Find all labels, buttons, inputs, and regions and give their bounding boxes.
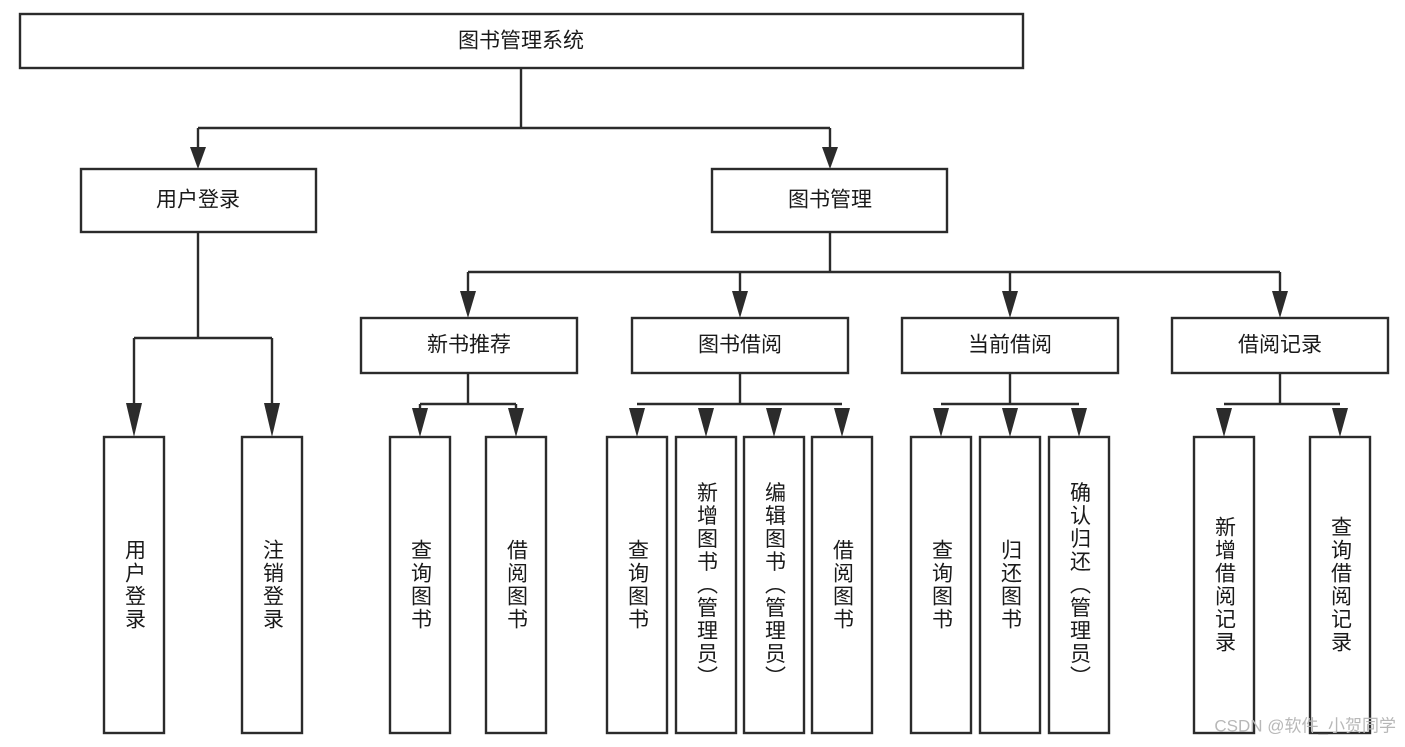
node-book-management[interactable]: 图书管理 <box>710 167 949 234</box>
node-book-borrow-label: 图书借阅 <box>698 334 782 357</box>
node-book-management-box <box>710 167 949 234</box>
node-root-label: 图书管理系统 <box>458 30 584 53</box>
node-user-login[interactable]: 用户登录 <box>79 167 318 234</box>
connectors-bookmanage-to-level3 <box>460 232 1288 318</box>
leaf-node-currentborrow-confirm[interactable]: 确认归还（管理员） <box>1047 435 1111 735</box>
leaf-newbook-borrow-label: 借阅图书 <box>505 539 529 631</box>
arrow-head-r2 <box>1332 408 1348 437</box>
connectors-newbook-to-leaves <box>412 373 524 437</box>
connectors-currentborrow-to-leaves <box>933 373 1087 437</box>
leaf-borrowrecord-add-label: 新增借阅记录 <box>1213 516 1237 654</box>
node-borrow-record-label: 借阅记录 <box>1238 334 1322 357</box>
node-current-borrow-box <box>900 316 1120 375</box>
leaf-bookborrow-query-box <box>605 435 669 735</box>
csdn-watermark: CSDN @软件_小贺同学 <box>1214 716 1396 735</box>
node-root-book-management-system[interactable]: 图书管理系统 <box>18 12 1025 70</box>
leaf-currentborrow-confirm-label: 确认归还（管理员） <box>1068 482 1092 689</box>
arrow-head-borrow-record <box>1272 291 1288 318</box>
node-current-borrow[interactable]: 当前借阅 <box>900 316 1120 375</box>
arrow-head-b3 <box>766 408 782 437</box>
leaf-node-newbook-borrow[interactable]: 借阅图书 <box>484 435 548 735</box>
arrow-head-book-borrow <box>732 291 748 318</box>
arrow-head-n2 <box>508 408 524 437</box>
arrow-head-u2 <box>264 403 280 437</box>
arrow-head-user-login <box>190 147 206 169</box>
arrow-head-c3 <box>1071 408 1087 437</box>
node-current-borrow-label: 当前借阅 <box>968 334 1052 357</box>
leaf-node-user-login-signin[interactable]: 用户登录 <box>102 435 166 735</box>
leaf-node-bookborrow-query[interactable]: 查询图书 <box>605 435 669 735</box>
leaf-node-bookborrow-borrow[interactable]: 借阅图书 <box>810 435 874 735</box>
leaf-borrowrecord-query-label: 查询借阅记录 <box>1329 516 1353 654</box>
leaf-currentborrow-return-box <box>978 435 1042 735</box>
arrow-head-u1 <box>126 403 142 437</box>
leaf-node-currentborrow-query[interactable]: 查询图书 <box>909 435 973 735</box>
arrow-head-c2 <box>1002 408 1018 437</box>
leaf-bookborrow-query-label: 查询图书 <box>626 539 650 631</box>
node-new-book-recommend[interactable]: 新书推荐 <box>359 316 579 375</box>
connectors-bookborrow-to-leaves <box>629 373 850 437</box>
connectors-userlogin-to-leaves <box>126 232 280 437</box>
arrow-head-n1 <box>412 408 428 437</box>
leaf-newbook-query-label: 查询图书 <box>409 539 433 631</box>
leaf-node-bookborrow-edit[interactable]: 编辑图书（管理员） <box>742 435 806 735</box>
leaf-bookborrow-borrow-box <box>810 435 874 735</box>
node-root-box <box>18 12 1025 70</box>
leaf-user-login-signin-label: 用户登录 <box>123 539 147 631</box>
node-borrow-record[interactable]: 借阅记录 <box>1170 316 1390 375</box>
arrow-head-new-book <box>460 291 476 318</box>
leaf-bookborrow-edit-label: 编辑图书（管理员） <box>763 482 787 689</box>
leaf-bookborrow-edit-box <box>742 435 806 735</box>
arrow-head-b1 <box>629 408 645 437</box>
leaf-newbook-query-box <box>388 435 452 735</box>
leaf-user-login-signout-label: 注销登录 <box>261 539 285 631</box>
leaf-currentborrow-confirm-box <box>1047 435 1111 735</box>
leaf-node-borrowrecord-add[interactable]: 新增借阅记录 <box>1192 435 1256 735</box>
leaf-borrowrecord-query-box <box>1308 435 1372 735</box>
leaf-node-currentborrow-return[interactable]: 归还图书 <box>978 435 1042 735</box>
node-user-login-box <box>79 167 318 234</box>
leaf-currentborrow-return-label: 归还图书 <box>999 539 1023 631</box>
node-new-book-recommend-box <box>359 316 579 375</box>
arrow-head-b4 <box>834 408 850 437</box>
node-book-management-label: 图书管理 <box>788 189 872 212</box>
leaf-user-login-signin-box <box>102 435 166 735</box>
node-borrow-record-box <box>1170 316 1390 375</box>
leaf-borrowrecord-add-box <box>1192 435 1256 735</box>
leaf-currentborrow-query-label: 查询图书 <box>930 539 954 631</box>
node-book-borrow[interactable]: 图书借阅 <box>630 316 850 375</box>
connectors-borrowrecord-to-leaves <box>1216 373 1348 437</box>
leaf-node-user-login-signout[interactable]: 注销登录 <box>240 435 304 735</box>
arrow-head-b2 <box>698 408 714 437</box>
leaf-bookborrow-add-box <box>674 435 738 735</box>
node-user-login-label: 用户登录 <box>156 189 240 212</box>
connectors-root-to-level2 <box>190 68 838 169</box>
leaf-node-bookborrow-add[interactable]: 新增图书（管理员） <box>674 435 738 735</box>
leaf-currentborrow-query-box <box>909 435 973 735</box>
arrow-head-current-borrow <box>1002 291 1018 318</box>
arrow-head-r1 <box>1216 408 1232 437</box>
leaf-node-newbook-query[interactable]: 查询图书 <box>388 435 452 735</box>
node-book-borrow-box <box>630 316 850 375</box>
leaf-bookborrow-borrow-label: 借阅图书 <box>831 539 855 631</box>
leaf-bookborrow-add-label: 新增图书（管理员） <box>695 482 719 689</box>
node-new-book-recommend-label: 新书推荐 <box>427 334 511 357</box>
leaf-newbook-borrow-box <box>484 435 548 735</box>
leaf-node-borrowrecord-query[interactable]: 查询借阅记录 <box>1308 435 1372 735</box>
arrow-head-c1 <box>933 408 949 437</box>
arrow-head-book-manage <box>822 147 838 169</box>
leaf-user-login-signout-box <box>240 435 304 735</box>
